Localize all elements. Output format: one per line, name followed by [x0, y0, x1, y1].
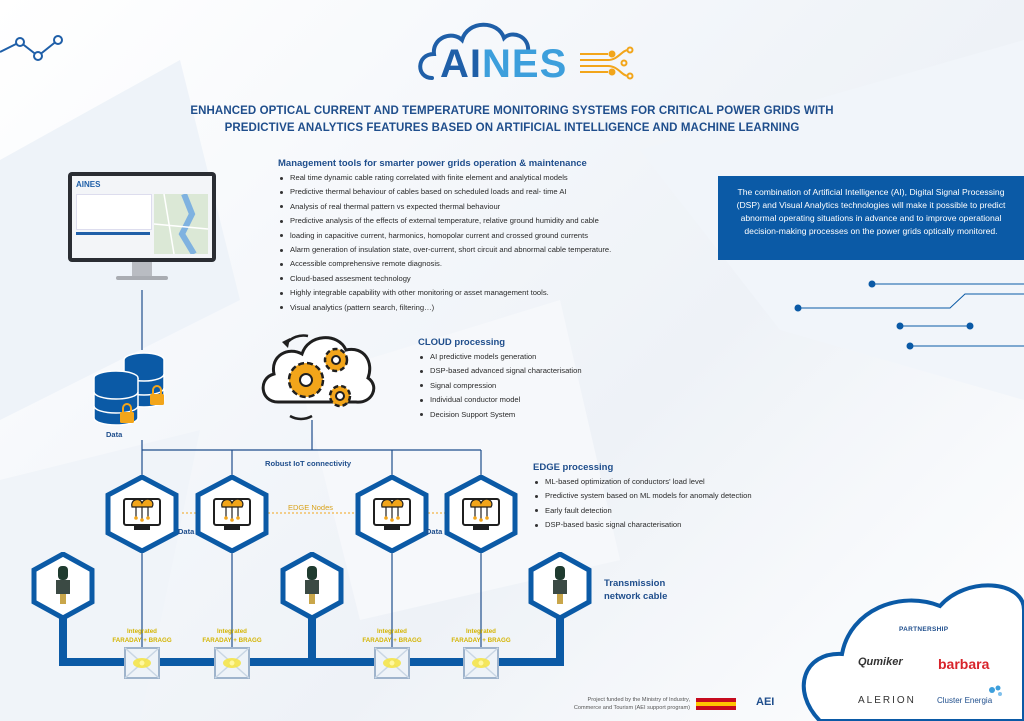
management-item: Predictive analysis of the effects of ex… — [278, 214, 638, 228]
cloud-item: Decision Support System — [418, 408, 618, 422]
edge-section: EDGE processing ML-based optimization of… — [533, 462, 773, 533]
ministry-logo — [696, 698, 736, 710]
management-item: Analysis of real thermal pattern vs expe… — [278, 200, 638, 214]
logo-nes: NES — [482, 42, 568, 86]
partner-barbara-logo: barbara — [938, 656, 990, 672]
cable-connector-icon — [528, 552, 592, 620]
sensor-icon — [124, 647, 160, 679]
data-db-label: Data — [106, 430, 123, 439]
management-item: Cloud-based assesment technology — [278, 272, 638, 286]
edge-item: Early fault detection — [533, 504, 773, 518]
management-item: Alarm generation of insulation state, ov… — [278, 243, 638, 257]
logo-ai: AI — [440, 42, 482, 86]
screen-bar — [76, 232, 150, 235]
management-item: Highly integrable capability with other … — [278, 286, 638, 300]
sensor-label-line-2: FARADAY + BRAGG — [362, 636, 422, 644]
iot-label: Robust IoT connectivity — [265, 459, 352, 468]
circuit-decoration — [794, 280, 1024, 350]
partner-qumiker-logo: Qumiker — [858, 656, 903, 668]
screen-logo: AINES — [76, 180, 101, 189]
funding-note: Project funded by the Ministry of Indust… — [540, 697, 690, 712]
management-item: Real time dynamic cable rating correlate… — [278, 171, 638, 185]
edge-item: DSP-based basic signal characterisation — [533, 518, 773, 532]
edge-node-icon — [195, 475, 269, 553]
sensor-label-line-2: FARADAY + BRAGG — [451, 636, 511, 644]
summary-text: The combination of Artificial Intelligen… — [736, 187, 1006, 236]
partner-cluster-logo: Cluster Energia — [937, 696, 993, 705]
cable-connector-icon — [31, 552, 95, 620]
gear-icon — [328, 384, 352, 408]
transmission-label: Transmission network cable — [604, 577, 667, 603]
funding-line-1: Project funded by the Ministry of Indust… — [587, 697, 691, 703]
sensor-label-line-1: Integrated — [127, 628, 157, 635]
management-item: Visual analytics (pattern search, filter… — [278, 301, 638, 315]
transmission-line-1: Transmission — [604, 578, 666, 589]
gear-icon — [323, 347, 349, 373]
management-heading: Management tools for smarter power grids… — [278, 158, 587, 169]
monitor-stand — [132, 262, 152, 276]
sensor-icon — [214, 647, 250, 679]
edge-nodes-label: EDGE Nodes — [288, 503, 334, 512]
cloud-logo-icon — [418, 22, 634, 80]
cloud-item: DSP-based advanced signal characterisati… — [418, 364, 618, 378]
aines-logo: AINES — [412, 14, 642, 86]
monitor-base — [116, 276, 168, 280]
management-section: Management tools for smarter power grids… — [278, 158, 638, 315]
cloud-gears-icon — [261, 334, 376, 421]
cable-connector-icon — [280, 552, 344, 620]
edge-node-icon — [355, 475, 429, 553]
monitor-screen: AINES — [72, 176, 212, 258]
partner-alerion-logo: ALERION — [858, 695, 916, 706]
page-title: ENHANCED OPTICAL CURRENT AND TEMPERATURE… — [160, 103, 864, 137]
sensor-label-line-2: FARADAY + BRAGG — [112, 636, 172, 644]
edge-item: Predictive system based on ML models for… — [533, 489, 773, 503]
aei-logo: AEI — [756, 696, 775, 708]
management-item: Predictive thermal behaviour of cables b… — [278, 185, 638, 199]
cloud-heading: CLOUD processing — [418, 337, 506, 348]
funding-line-2: Commerce and Tourism (AEI support progra… — [573, 704, 690, 711]
edge-item: ML-based optimization of conductors' loa… — [533, 475, 773, 489]
title-line-1: ENHANCED OPTICAL CURRENT AND TEMPERATURE… — [190, 105, 834, 117]
data-left-label: Data — [178, 527, 195, 536]
gear-icon — [287, 361, 325, 399]
sensor-icon — [463, 647, 499, 679]
management-list: Real time dynamic cable rating correlate… — [278, 171, 638, 315]
cloud-section: CLOUD processing AI predictive models ge… — [418, 337, 618, 422]
management-item: loading in capacitive current, harmonics… — [278, 229, 638, 243]
partnership-cloud — [801, 583, 1024, 721]
cluster-dots-icon — [989, 685, 1002, 696]
monitor: AINES — [68, 172, 216, 284]
edge-node-icon — [105, 475, 179, 553]
lock-icon — [120, 385, 164, 423]
sensor-label-line-1: Integrated — [217, 628, 247, 635]
edge-heading: EDGE processing — [533, 462, 614, 473]
data-right-label: Data — [426, 527, 443, 536]
screen-table — [76, 194, 152, 230]
database-icon — [93, 352, 165, 426]
sensor-icon — [374, 647, 410, 679]
cloud-item: AI predictive models generation — [418, 350, 618, 364]
transmission-line-2: network cable — [604, 591, 668, 602]
summary-box: The combination of Artificial Intelligen… — [718, 176, 1024, 260]
screen-map — [153, 192, 209, 256]
sensor-label-line-2: FARADAY + BRAGG — [202, 636, 262, 644]
sensor-label-line-1: Integrated — [377, 628, 407, 635]
edge-list: ML-based optimization of conductors' loa… — [533, 475, 773, 533]
sensor-label-line-1: Integrated — [466, 628, 496, 635]
management-item: Accessible comprehensive remote diagnosi… — [278, 257, 638, 271]
cloud-item: Individual conductor model — [418, 393, 618, 407]
cloud-item: Signal compression — [418, 379, 618, 393]
title-line-2: PREDICTIVE ANALYTICS FEATURES BASED ON A… — [224, 122, 800, 134]
trend-line-icon — [0, 35, 63, 61]
monitor-bezel: AINES — [68, 172, 216, 262]
edge-node-icon — [444, 475, 518, 553]
partnership-title: PARTNERSHIP — [899, 626, 949, 633]
